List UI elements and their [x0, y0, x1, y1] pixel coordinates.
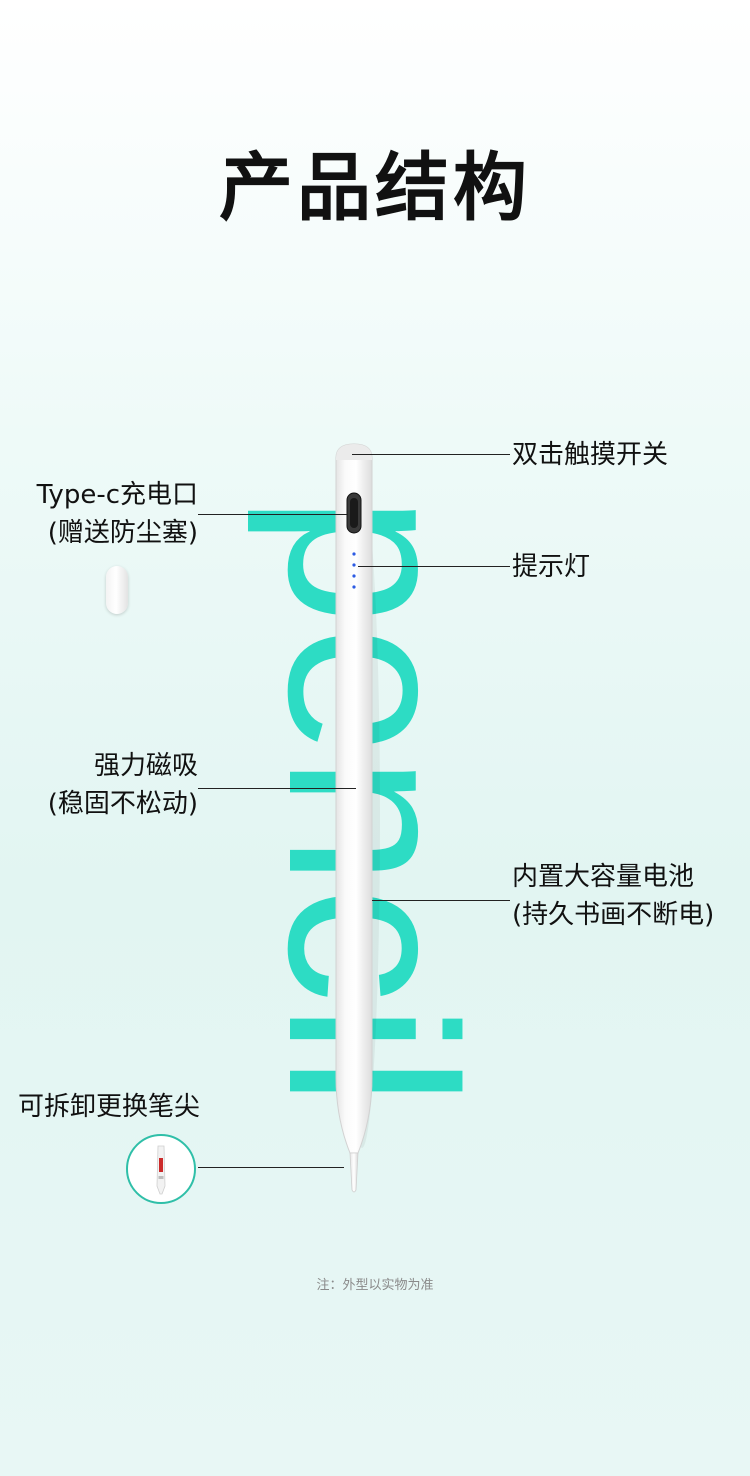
label-battery: 内置大容量电池 (持久书画不断电)	[512, 858, 714, 934]
callout-line-indicator	[358, 566, 510, 567]
label-type-c-port: Type-c充电口 (赠送防尘塞)	[37, 476, 198, 552]
callout-line-double-tap	[352, 454, 510, 455]
label-type-c-line1: Type-c充电口	[36, 480, 198, 510]
footnote: 注：外型以实物为准	[316, 1278, 434, 1293]
label-battery-line2: (持久书画不断电)	[512, 900, 715, 930]
label-indicator-light: 提示灯	[512, 552, 591, 582]
label-replaceable-tip: 可拆卸更换笔尖	[18, 1092, 201, 1122]
label-magnet: 强力磁吸 (稳固不松动)	[48, 747, 198, 823]
dust-plug-image	[106, 566, 128, 614]
label-magnet-line1: 强力磁吸	[93, 751, 198, 781]
callout-line-magnet	[198, 788, 356, 789]
tip-detail-image	[126, 1134, 196, 1204]
stylus-pen-image	[335, 443, 380, 1193]
label-battery-line1: 内置大容量电池	[512, 862, 695, 892]
callout-line-type-c	[198, 514, 348, 515]
label-double-tap-switch: 双击触摸开关	[512, 440, 669, 470]
label-type-c-line2: (赠送防尘塞)	[47, 518, 198, 548]
label-magnet-line2: (稳固不松动)	[47, 789, 198, 819]
callout-line-tip	[198, 1167, 344, 1168]
page-title: 产品结构	[219, 145, 531, 231]
callout-line-battery	[372, 900, 510, 901]
replaceable-tip-icon	[156, 1145, 166, 1195]
